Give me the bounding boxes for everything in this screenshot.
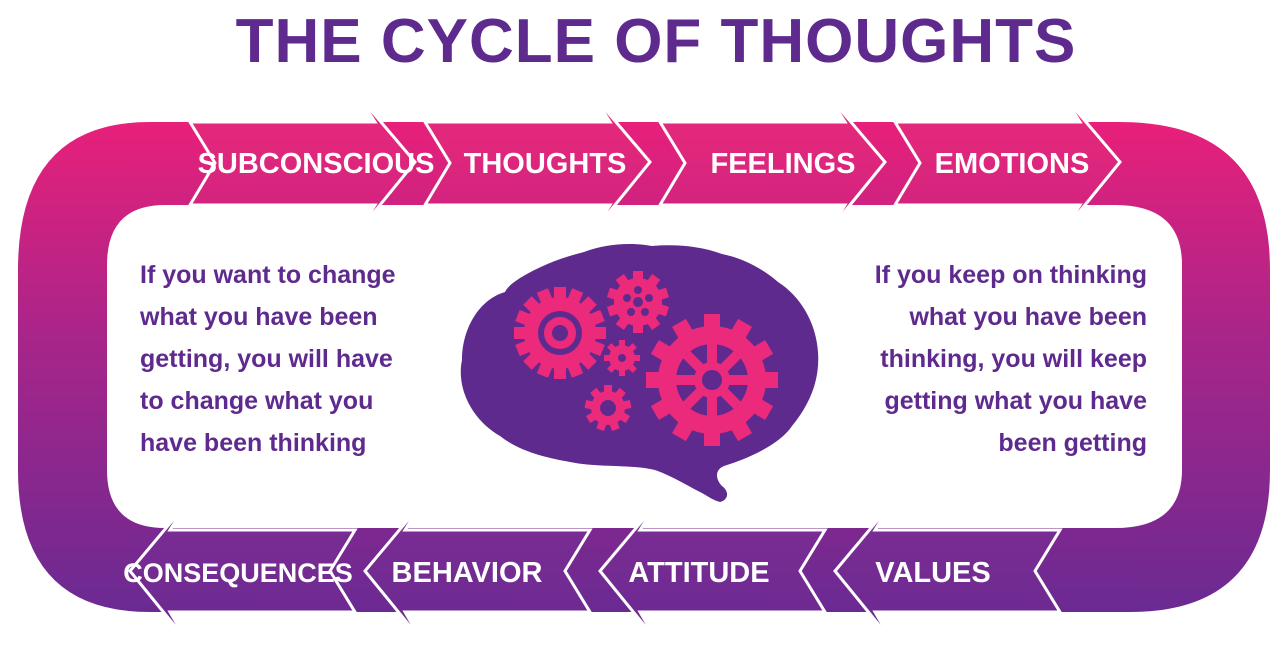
left-quote-line: getting, you will have bbox=[140, 345, 393, 373]
label-subconscious: SUBCONSCIOUS bbox=[198, 148, 435, 180]
arrow-subconscious bbox=[187, 94, 417, 233]
label-consequences: CONSEQUENCES bbox=[123, 558, 353, 588]
left-quote-line: have been thinking bbox=[140, 429, 366, 457]
left-quote-line: If you want to change bbox=[140, 261, 396, 289]
left-quote-line: what you have been bbox=[139, 303, 378, 331]
label-emotions: EMOTIONS bbox=[935, 148, 1090, 180]
right-quote-line: If you keep on thinking bbox=[875, 261, 1147, 289]
right-quote: If you keep on thinking what you have be… bbox=[875, 261, 1147, 457]
arrow-feelings bbox=[657, 94, 887, 233]
gear-large-right bbox=[646, 314, 778, 446]
right-quote-line: getting what you have bbox=[884, 387, 1147, 415]
left-quote-line: to change what you bbox=[140, 387, 373, 415]
right-quote-line: thinking, you will keep bbox=[880, 345, 1147, 373]
bottom-arrows bbox=[128, 502, 1063, 642]
arrow-emotions bbox=[892, 94, 1122, 233]
right-quote-line: what you have been bbox=[908, 303, 1147, 331]
arrow-consequences bbox=[128, 502, 358, 642]
left-quote: If you want to change what you have been… bbox=[139, 261, 396, 457]
label-feelings: FEELINGS bbox=[710, 148, 855, 180]
label-thoughts: THOUGHTS bbox=[464, 148, 627, 180]
brain-with-gears-icon bbox=[460, 244, 819, 502]
arrow-attitude bbox=[598, 502, 828, 642]
arrow-behavior bbox=[363, 502, 593, 642]
gear-small-center bbox=[604, 340, 640, 376]
gear-large-left bbox=[514, 287, 606, 379]
label-attitude: ATTITUDE bbox=[628, 557, 769, 589]
right-quote-line: been getting bbox=[998, 429, 1147, 457]
arrow-values bbox=[833, 502, 1063, 642]
page-title: THE CYCLE OF THOUGHTS bbox=[236, 7, 1077, 76]
label-values: VALUES bbox=[875, 557, 990, 589]
top-arrows bbox=[187, 94, 1122, 233]
arrow-thoughts bbox=[422, 94, 652, 233]
gear-top-middle bbox=[606, 271, 670, 333]
label-behavior: BEHAVIOR bbox=[392, 557, 543, 589]
gear-bottom-small bbox=[584, 385, 632, 431]
